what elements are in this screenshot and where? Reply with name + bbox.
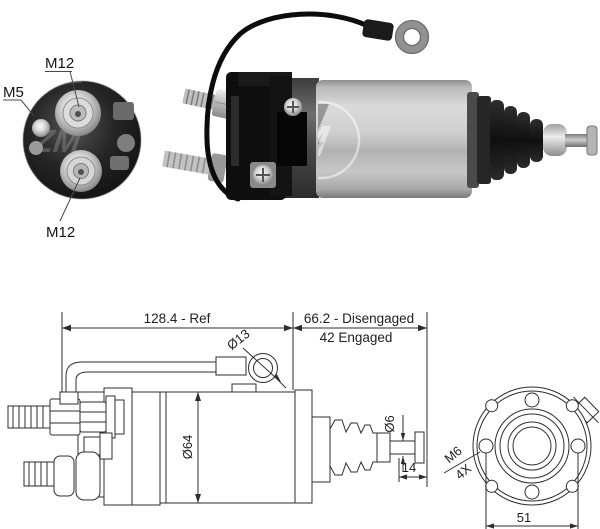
- terminal-label-left: M5: [3, 84, 24, 101]
- solenoid-photo: ZM: [162, 11, 598, 202]
- terminal-label-bottom: M12: [46, 224, 75, 241]
- m12-terminal-top: [55, 90, 101, 136]
- solenoid-body: [316, 80, 472, 198]
- plunger-rod-photo: [565, 134, 589, 147]
- mount-hole-left: [478, 438, 494, 454]
- drawn-rubber-boot: [329, 419, 378, 476]
- motor-stud-photo: [162, 150, 228, 183]
- dim-overall-length: 128.4 - Ref: [144, 311, 211, 326]
- eyelet-ring-terminal: [394, 19, 430, 55]
- phillips-screw-bottom: [250, 162, 276, 188]
- m12-terminal-bottom: [60, 150, 102, 192]
- dim-engaged: 42 Engaged: [320, 330, 393, 345]
- dim-mount-qty: 4X: [452, 460, 474, 482]
- dim-bolt-spacing: 51: [517, 510, 531, 525]
- wire-crimp: [362, 19, 394, 41]
- m5-terminal-stud: [32, 119, 50, 137]
- plunger-tip-photo: [543, 124, 567, 156]
- end-view-photo: ZM: [22, 80, 142, 200]
- drawn-plunger-rod: [389, 440, 416, 455]
- dim-pin-diameter: Ø6: [382, 415, 397, 432]
- terminal-label-top: M12: [45, 55, 74, 72]
- ground-wire: [204, 11, 371, 202]
- drawn-motor-stud: [23, 451, 101, 501]
- dim-eyelet-diameter: Ø13: [224, 326, 253, 353]
- mount-hole-top: [524, 392, 540, 408]
- phillips-screw-top: [284, 98, 302, 116]
- rubber-boot-photo: [490, 100, 543, 180]
- dim-body-diameter: Ø64: [180, 435, 195, 460]
- drawn-rod-end-disc: [414, 431, 425, 464]
- end-view-callouts: [3, 71, 81, 222]
- rod-end-disc-photo: [586, 125, 598, 156]
- mount-hole-right: [570, 438, 586, 454]
- drawn-wire-crimp: [215, 356, 247, 376]
- mount-face-drawing: [443, 386, 600, 529]
- dim-pin-length: 14: [402, 460, 416, 475]
- dim-disengaged: 66.2 - Disengaged: [304, 311, 414, 326]
- side-view-drawing: [7, 312, 428, 506]
- mount-hole-bottom: [524, 484, 540, 500]
- dim-arrows: [62, 324, 578, 529]
